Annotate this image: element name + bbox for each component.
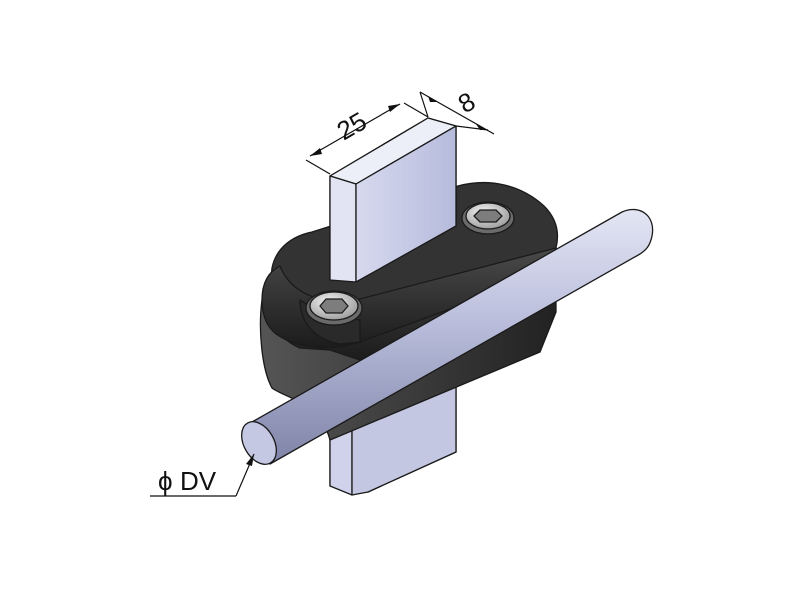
- diameter-label: DV: [180, 466, 217, 496]
- screw-bottom-left: [305, 290, 363, 326]
- dimension-thickness-label: 8: [453, 86, 481, 119]
- bar-upper: [329, 117, 457, 283]
- rod: [241, 208, 654, 465]
- dimension-rod-diameter: ϕ DV: [150, 453, 255, 497]
- screw-top-right: [461, 201, 515, 235]
- diameter-symbol: ϕ: [158, 466, 173, 496]
- bar-lower: [329, 371, 457, 496]
